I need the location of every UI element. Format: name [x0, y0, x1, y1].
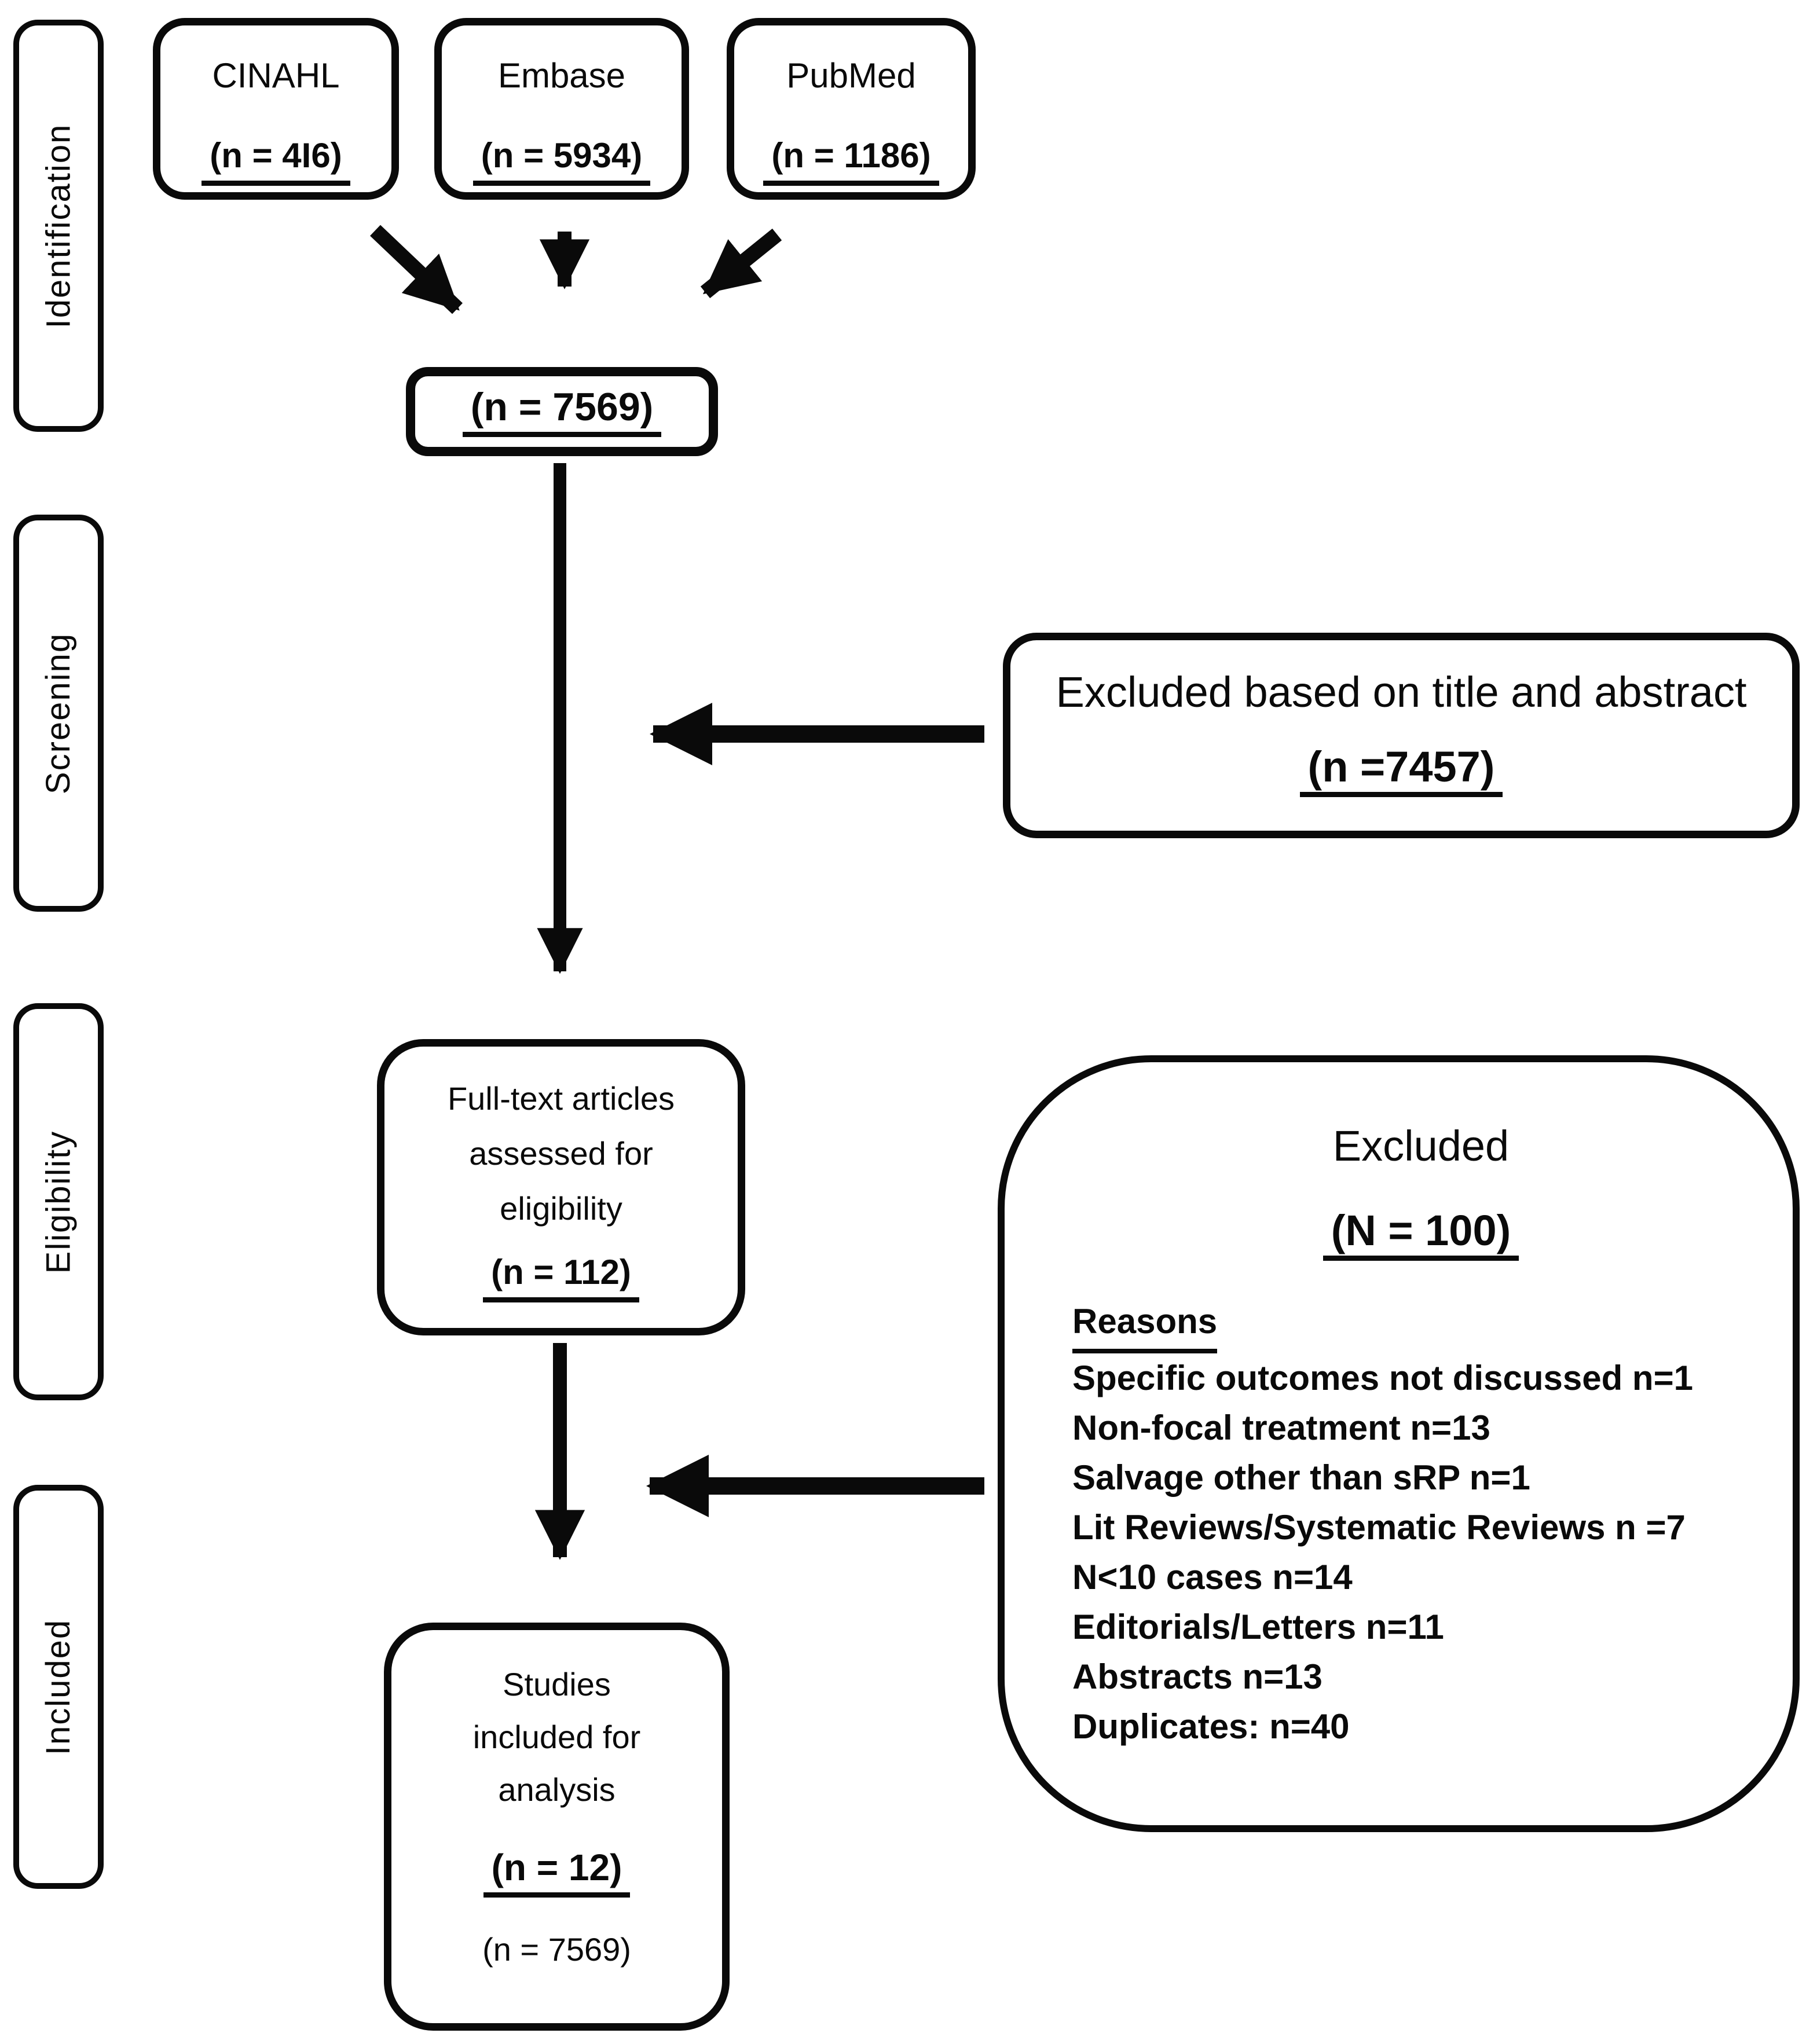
stage-included: Included [13, 1485, 104, 1889]
stage-eligibility-label: Eligibility [39, 1130, 78, 1274]
reason-item: Non-focal treatment n=13 [1072, 1408, 1490, 1447]
pooled-count: (n = 7569) [462, 387, 662, 437]
excluded-eligibility-count: (N = 100) [1323, 1209, 1519, 1261]
source-box-embase: Embase (n = 5934) [434, 18, 689, 200]
fulltext-line: eligibility [500, 1190, 622, 1227]
reason-item: Lit Reviews/Systematic Reviews n =7 [1072, 1508, 1686, 1547]
source-box-cinahl: CINAHL (n = 4I6) [153, 18, 399, 200]
source-name-cinahl: CINAHL [212, 56, 340, 95]
source-count-embase: (n = 5934) [472, 135, 651, 186]
stage-included-label: Included [39, 1619, 78, 1755]
reason-item: Duplicates: n=40 [1072, 1707, 1350, 1746]
stage-eligibility: Eligibility [13, 1003, 104, 1400]
source-box-pubmed: PubMed (n = 1186) [727, 18, 976, 200]
included-line: Studies [503, 1666, 611, 1702]
fulltext-assessed-box: Full-text articles assessed for eligibil… [377, 1039, 745, 1335]
excluded-eligibility-title: Excluded [1332, 1122, 1510, 1170]
stage-screening-label: Screening [39, 632, 78, 794]
included-line: included for [472, 1719, 641, 1755]
reason-item: Specific outcomes not discussed n=1 [1072, 1359, 1693, 1397]
arrow-cinahl-to-pooled-icon [370, 225, 463, 314]
stage-identification-label: Identification [39, 123, 78, 328]
source-name-embase: Embase [497, 56, 626, 95]
included-count-secondary: (n = 7569) [482, 1931, 631, 1968]
included-line: analysis [498, 1771, 616, 1808]
pooled-records-box: (n = 7569) [406, 367, 718, 456]
included-count: (n = 12) [483, 1847, 631, 1898]
excluded-eligibility-box: Excluded (N = 100) Reasons Specific outc… [998, 1055, 1800, 1832]
fulltext-count: (n = 112) [483, 1252, 639, 1302]
reason-item: Abstracts n=13 [1072, 1657, 1323, 1696]
fulltext-line: assessed for [469, 1135, 653, 1172]
stage-identification: Identification [13, 20, 104, 432]
fulltext-line: Full-text articles [447, 1080, 675, 1117]
included-studies-box: Studies included for analysis (n = 12) (… [384, 1623, 730, 2031]
excluded-screening-count: (n =7457) [1299, 746, 1503, 797]
reason-item: Salvage other than sRP n=1 [1072, 1458, 1530, 1497]
source-count-cinahl: (n = 4I6) [202, 135, 350, 186]
arrow-pubmed-to-pooled-icon [700, 228, 782, 299]
stage-screening: Screening [13, 515, 104, 912]
source-name-pubmed: PubMed [786, 56, 916, 95]
reason-item: N<10 cases n=14 [1072, 1558, 1353, 1597]
excluded-screening-box: Excluded based on title and abstract (n … [1003, 633, 1800, 838]
excluded-screening-text: Excluded based on title and abstract [1056, 668, 1747, 716]
reasons-header: Reasons [1072, 1297, 1218, 1353]
reason-item: Editorials/Letters n=11 [1072, 1608, 1444, 1646]
source-count-pubmed: (n = 1186) [763, 135, 939, 186]
